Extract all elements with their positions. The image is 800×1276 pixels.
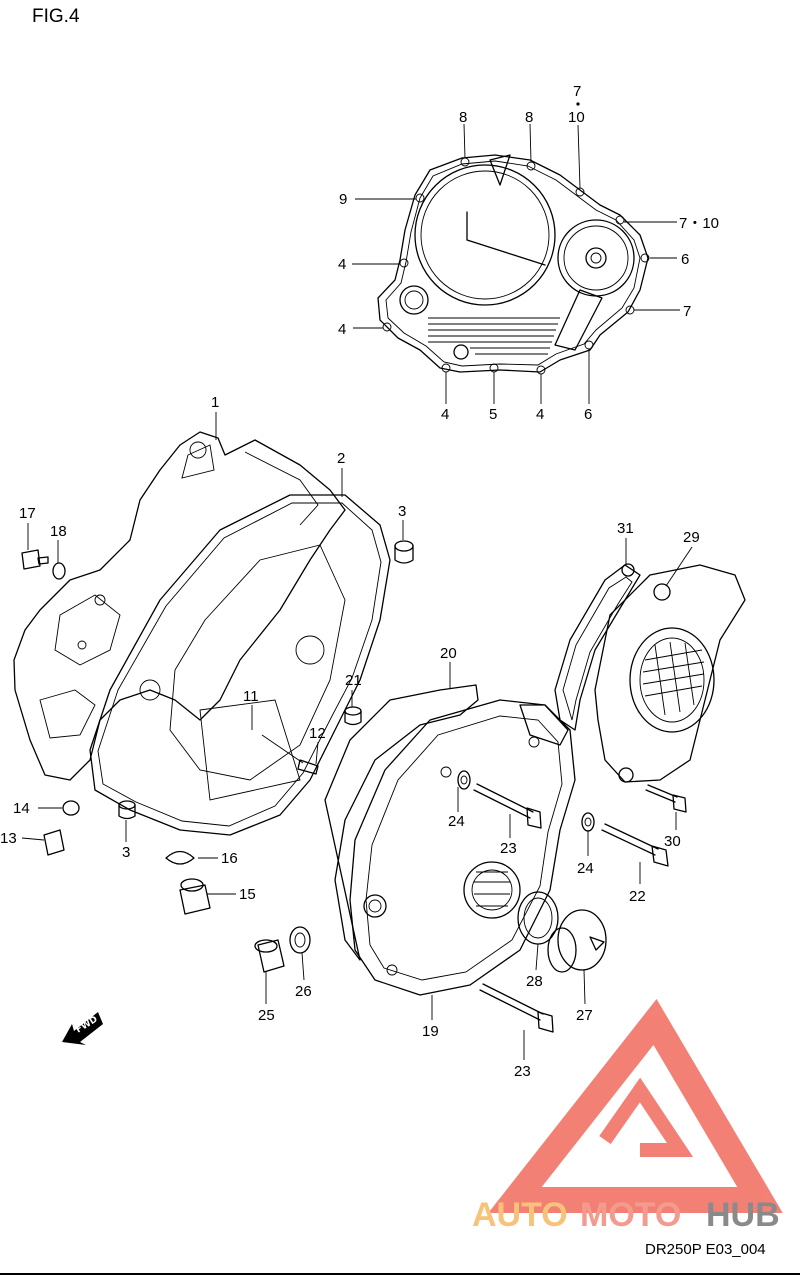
callout-19: 19 <box>422 1023 439 1040</box>
callout-24: 24 <box>448 813 465 830</box>
callout-10: 10 <box>568 109 585 126</box>
callout-2: 2 <box>337 450 345 467</box>
figure-title: FIG.4 <box>32 6 80 27</box>
callout-21: 21 <box>345 672 362 689</box>
crankcase-gasket <box>89 494 391 836</box>
watermark-logo <box>488 999 783 1213</box>
leaders-main <box>21 412 693 1060</box>
callout-7: 7 <box>573 83 581 100</box>
callout-26: 26 <box>295 983 312 1000</box>
diagram-code: DR250P E03_004 <box>645 1241 766 1258</box>
callout-9: 9 <box>339 191 347 208</box>
magneto-cover <box>324 684 576 996</box>
callout-13: 13 <box>0 830 17 847</box>
callout-25: 25 <box>258 1007 275 1024</box>
callout-1: 1 <box>211 394 219 411</box>
small-parts-left <box>21 540 414 973</box>
callout-7-10: 7・10 <box>679 215 719 232</box>
callout-3: 3 <box>122 844 130 861</box>
callout-14: 14 <box>13 800 30 817</box>
callout-23: 23 <box>500 840 517 857</box>
callout-30: 30 <box>664 833 681 850</box>
callout-20: 20 <box>440 645 457 662</box>
sprocket-cover <box>554 563 746 783</box>
watermark-part2: MOTO <box>580 1196 681 1234</box>
callout-29: 29 <box>683 529 700 546</box>
leaders-top <box>352 123 680 404</box>
crankcase-cover <box>13 431 346 781</box>
plugs-27-28 <box>517 891 607 973</box>
callout-23: 23 <box>514 1063 531 1080</box>
callout-labels: 7 10 8 8 9 7・10 6 4 7 4 4 5 4 6 1 2 3 17… <box>0 83 719 1080</box>
callout-18: 18 <box>50 523 67 540</box>
callout-15: 15 <box>239 886 256 903</box>
callout-4: 4 <box>441 406 449 423</box>
callout-8: 8 <box>525 109 533 126</box>
watermark-part1: AUTO <box>472 1196 568 1234</box>
fwd-arrow-icon: FWD <box>62 1012 103 1045</box>
callout-24: 24 <box>577 860 594 877</box>
callout-8: 8 <box>459 109 467 126</box>
bolts-right <box>457 770 687 1033</box>
callout-dot <box>576 102 580 106</box>
callout-4: 4 <box>338 256 346 273</box>
callout-4: 4 <box>338 321 346 338</box>
watermark-text: AUTO MOTO HUB <box>472 1196 780 1234</box>
callout-28: 28 <box>526 973 543 990</box>
watermark-part3: HUB <box>706 1196 780 1234</box>
callout-3: 3 <box>398 503 406 520</box>
callout-6: 6 <box>584 406 592 423</box>
callout-31: 31 <box>617 520 634 537</box>
callout-27: 27 <box>576 1007 593 1024</box>
clutch-cover <box>377 154 650 375</box>
callout-11: 11 <box>243 688 259 705</box>
callout-5: 5 <box>489 406 497 423</box>
callout-22: 22 <box>629 888 646 905</box>
callout-12: 12 <box>309 725 326 742</box>
callout-6: 6 <box>681 251 689 268</box>
callout-4: 4 <box>536 406 544 423</box>
callout-7: 7 <box>683 303 691 320</box>
callout-16: 16 <box>221 850 238 867</box>
callout-17: 17 <box>19 505 36 522</box>
